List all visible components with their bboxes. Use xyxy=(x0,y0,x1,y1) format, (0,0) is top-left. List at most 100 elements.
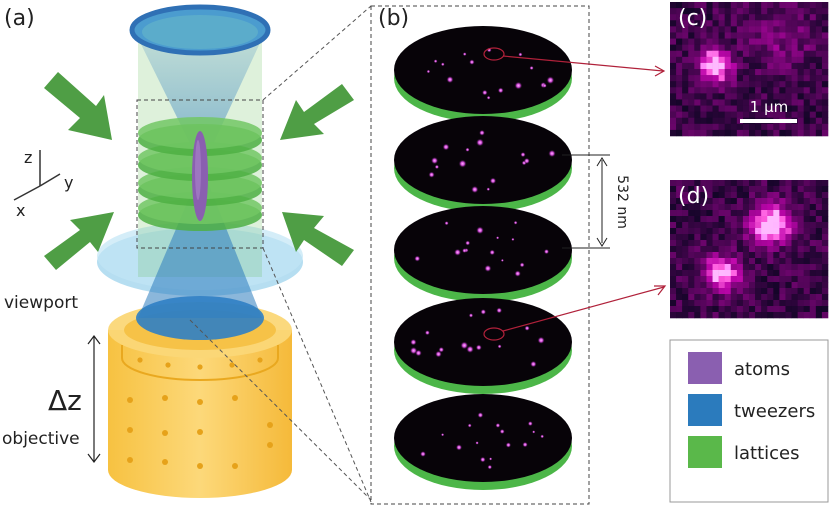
atom-spot xyxy=(444,221,449,226)
objective-dots xyxy=(127,357,273,469)
atom-spot xyxy=(527,421,533,427)
legend-swatch xyxy=(688,436,722,468)
legend-item-lattices: lattices xyxy=(688,436,800,468)
atom-spot xyxy=(471,185,479,194)
atom-spot xyxy=(486,95,491,100)
layer-spacing-label: 532 nm xyxy=(614,175,630,229)
atom-spot xyxy=(458,159,467,168)
atom-spot xyxy=(537,336,545,344)
atom-spot xyxy=(496,307,503,314)
legend-swatch xyxy=(688,352,722,384)
atom-spot xyxy=(480,309,487,315)
atom-spot xyxy=(542,83,547,88)
zoom-region xyxy=(136,99,264,249)
atom-spot xyxy=(434,164,440,170)
atom-spot xyxy=(442,143,450,151)
delta-z-arrow xyxy=(87,335,101,463)
panel-label-a: (a) xyxy=(4,6,35,31)
axis-triad xyxy=(13,150,61,201)
beam-arrows xyxy=(44,72,354,270)
atom-spot xyxy=(548,149,556,158)
atom-spot xyxy=(469,59,475,65)
atom-spot xyxy=(426,69,431,74)
panel-a: (a) xyxy=(2,4,354,498)
atom-spot xyxy=(514,81,523,90)
arrow-icon xyxy=(280,84,354,140)
tweezer-beam-upper xyxy=(134,30,266,168)
atom-spot xyxy=(424,330,430,336)
imaging-plane xyxy=(394,206,572,302)
imaging-plane xyxy=(394,394,572,490)
atom-spot xyxy=(514,270,521,277)
axis-label-x: x xyxy=(16,201,25,220)
objective-label: objective xyxy=(2,429,80,449)
atom-spot xyxy=(486,187,491,191)
atom-spot xyxy=(467,423,472,428)
atom-spot xyxy=(529,65,534,71)
projection-lines xyxy=(189,5,372,503)
layer-spacing-marker xyxy=(562,154,610,249)
panel-d: (d) xyxy=(670,180,829,319)
atom-spot xyxy=(532,430,536,434)
atom-spot xyxy=(462,52,467,56)
atom-spot xyxy=(497,87,504,94)
atom-spot xyxy=(477,412,484,418)
atom-spot xyxy=(484,264,492,272)
atom-spot xyxy=(519,262,525,268)
atom-spot xyxy=(414,255,421,262)
atom-spot xyxy=(475,441,479,445)
atom-spot xyxy=(428,171,435,178)
atom-image-c xyxy=(670,2,829,137)
atom-spot xyxy=(441,433,445,437)
delta-z-label: Δz xyxy=(48,384,82,417)
arrow-icon xyxy=(44,212,114,270)
atom-spot xyxy=(465,240,471,246)
atom-spot xyxy=(523,157,530,164)
atom-spot xyxy=(489,177,497,184)
atom-spot xyxy=(496,236,500,240)
panel-b-frame xyxy=(370,5,590,505)
atom-spot xyxy=(435,350,442,358)
axis-label-z: z xyxy=(24,148,32,167)
axis-label-y: y xyxy=(64,173,73,192)
panel-label-d: (d) xyxy=(678,184,709,209)
atom-spot xyxy=(476,226,484,235)
atom-spot xyxy=(543,249,550,255)
atom-spot xyxy=(540,434,545,439)
atom-spot xyxy=(480,456,486,463)
atom-spot xyxy=(518,52,523,57)
atom-spot xyxy=(415,349,422,357)
viewport-label: viewport xyxy=(4,293,78,313)
legend-swatch xyxy=(688,394,722,426)
atom-spot xyxy=(513,220,518,225)
atom-spot xyxy=(440,62,445,67)
atom-spot xyxy=(511,237,515,241)
atom-spot xyxy=(454,248,462,256)
panel-c: (c) 1 μm xyxy=(670,2,829,137)
legend-item-tweezers: tweezers xyxy=(688,394,815,426)
legend-label: tweezers xyxy=(734,401,815,422)
atom-spot xyxy=(500,258,504,262)
atom-spot xyxy=(455,444,463,451)
atom-spot xyxy=(466,345,474,353)
arrow-icon xyxy=(44,72,112,140)
panel-label-c: (c) xyxy=(678,6,707,31)
atom-spot xyxy=(530,360,537,368)
panel-label-b: (b) xyxy=(378,6,409,31)
atom-spot xyxy=(522,441,528,448)
atom-spot xyxy=(546,76,555,85)
atom-spot xyxy=(482,89,488,96)
atom-spot xyxy=(420,451,426,457)
atom-spot xyxy=(475,344,482,351)
atom-spot xyxy=(489,457,493,461)
atom-spot xyxy=(479,129,485,136)
atom-spot xyxy=(476,138,484,147)
atom-spot xyxy=(495,423,501,428)
atom-image-d xyxy=(670,180,829,319)
imaging-planes xyxy=(394,26,572,490)
atom-spot xyxy=(433,59,438,64)
arrow-icon xyxy=(282,212,354,266)
imaging-plane xyxy=(394,298,572,394)
atom-spot xyxy=(465,147,470,152)
